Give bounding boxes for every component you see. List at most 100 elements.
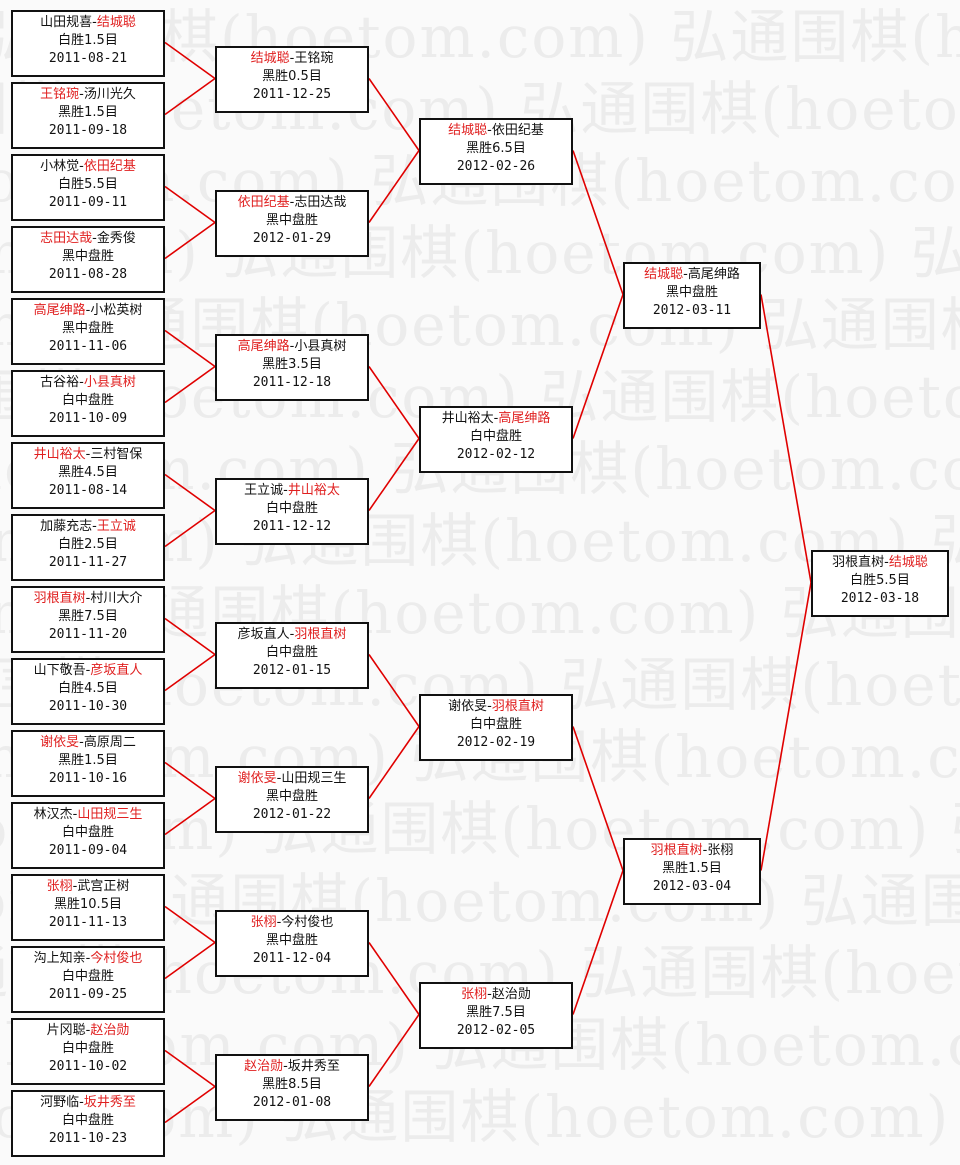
separator: - xyxy=(487,987,492,1002)
player-white: 结城聪 xyxy=(888,555,928,570)
player-black: 张栩 xyxy=(461,987,488,1002)
player-black: 谢依旻 xyxy=(237,771,277,786)
match-players: 古谷裕-小县真树 xyxy=(13,374,163,392)
separator: - xyxy=(85,447,91,462)
separator: - xyxy=(702,843,708,858)
match-date: 2011-11-13 xyxy=(48,915,128,930)
player-black: 高尾绅路 xyxy=(237,339,290,354)
player-black: 志田达哉 xyxy=(40,231,93,246)
bracket-connector xyxy=(572,294,624,439)
separator: - xyxy=(79,159,84,174)
player-black: 片冈聪 xyxy=(46,1023,86,1038)
bracket-connector xyxy=(164,509,216,548)
match-players: 山田规喜-结城聪 xyxy=(13,14,163,32)
match-date: 2011-12-18 xyxy=(252,375,332,390)
match-players: 谢依旻-高原周二 xyxy=(13,734,163,752)
match-players: 王铭琬-汤川光久 xyxy=(13,86,163,104)
match-date: 2011-11-27 xyxy=(48,555,128,570)
separator: - xyxy=(79,87,84,102)
bracket-connector xyxy=(368,366,420,439)
match-result: 黑中盘胜 xyxy=(61,321,114,336)
match-date: 2012-01-15 xyxy=(252,663,332,678)
separator: - xyxy=(92,519,97,534)
match-players: 结城聪-依田纪基 xyxy=(421,122,571,140)
bracket-connector xyxy=(368,942,420,1015)
separator: - xyxy=(283,1059,288,1074)
match-result: 白胜5.5目 xyxy=(850,573,910,588)
player-black: 加藤充志 xyxy=(40,519,93,534)
bracket-connector xyxy=(368,726,420,799)
match-result: 黑胜10.5目 xyxy=(54,897,122,912)
separator: - xyxy=(276,915,282,930)
player-white: 依田纪基 xyxy=(491,123,544,138)
player-black: 高尾绅路 xyxy=(33,303,86,318)
match-players: 依田纪基-志田达哉 xyxy=(217,194,367,212)
separator: - xyxy=(85,1023,91,1038)
match-result: 黑胜1.5目 xyxy=(662,861,722,876)
bracket-connector xyxy=(164,761,216,800)
player-black: 井山裕太 xyxy=(441,411,494,426)
match-date: 2011-10-02 xyxy=(48,1059,128,1074)
match-players: 张栩-武宫正树 xyxy=(13,878,163,896)
player-black: 结城聪 xyxy=(448,123,488,138)
bracket-connector xyxy=(164,365,216,404)
player-black: 彦坂直人 xyxy=(237,627,290,642)
match-result: 白中盘胜 xyxy=(61,393,114,408)
bracket-connector xyxy=(164,329,216,368)
match-result: 黑胜7.5目 xyxy=(466,1005,526,1020)
match-date: 2011-08-21 xyxy=(48,51,128,66)
match-players: 加藤充志-王立诚 xyxy=(13,518,163,536)
match-result: 白中盘胜 xyxy=(265,501,318,516)
match-result: 黑胜1.5目 xyxy=(58,753,118,768)
match-date: 2012-01-29 xyxy=(252,231,332,246)
player-white: 坂井秀至 xyxy=(287,1059,340,1074)
match-players: 高尾绅路-小松英树 xyxy=(13,302,163,320)
separator: - xyxy=(72,879,78,894)
match-box: 山田规喜-结城聪白胜1.5目 2011-08-21 xyxy=(11,10,165,77)
match-date: 2011-10-09 xyxy=(48,411,128,426)
match-date: 2011-12-12 xyxy=(252,519,332,534)
bracket-connector xyxy=(760,582,812,871)
separator: - xyxy=(85,951,91,966)
match-date: 2011-10-30 xyxy=(48,699,128,714)
player-black: 结城聪 xyxy=(644,267,684,282)
player-black: 王铭琬 xyxy=(40,87,80,102)
player-black: 井山裕太 xyxy=(33,447,86,462)
bracket-connector xyxy=(164,653,216,692)
player-black: 山田规喜 xyxy=(40,15,93,30)
match-players: 井山裕太-高尾绅路 xyxy=(421,410,571,428)
bracket-connector xyxy=(572,150,624,295)
match-result: 黑胜1.5目 xyxy=(58,105,118,120)
separator: - xyxy=(487,123,492,138)
player-white: 山田规三生 xyxy=(281,771,347,786)
bracket-connector xyxy=(368,654,420,727)
player-white: 今村俊也 xyxy=(90,951,143,966)
player-black: 古谷裕 xyxy=(40,375,80,390)
match-result: 白胜1.5目 xyxy=(58,33,118,48)
separator: - xyxy=(79,375,84,390)
player-white: 三村智保 xyxy=(90,447,143,462)
match-result: 白中盘胜 xyxy=(265,645,318,660)
player-white: 今村俊也 xyxy=(281,915,334,930)
bracket-connector xyxy=(368,1014,420,1087)
match-date: 2011-12-25 xyxy=(252,87,332,102)
separator: - xyxy=(79,735,84,750)
player-black: 山下敬吾 xyxy=(33,663,86,678)
player-white: 赵治勋 xyxy=(491,987,531,1002)
match-players: 河野临-坂井秀至 xyxy=(13,1094,163,1112)
player-white: 羽根直树 xyxy=(294,627,347,642)
player-white: 武宫正树 xyxy=(77,879,130,894)
bracket-connector xyxy=(164,941,216,980)
separator: - xyxy=(85,303,91,318)
